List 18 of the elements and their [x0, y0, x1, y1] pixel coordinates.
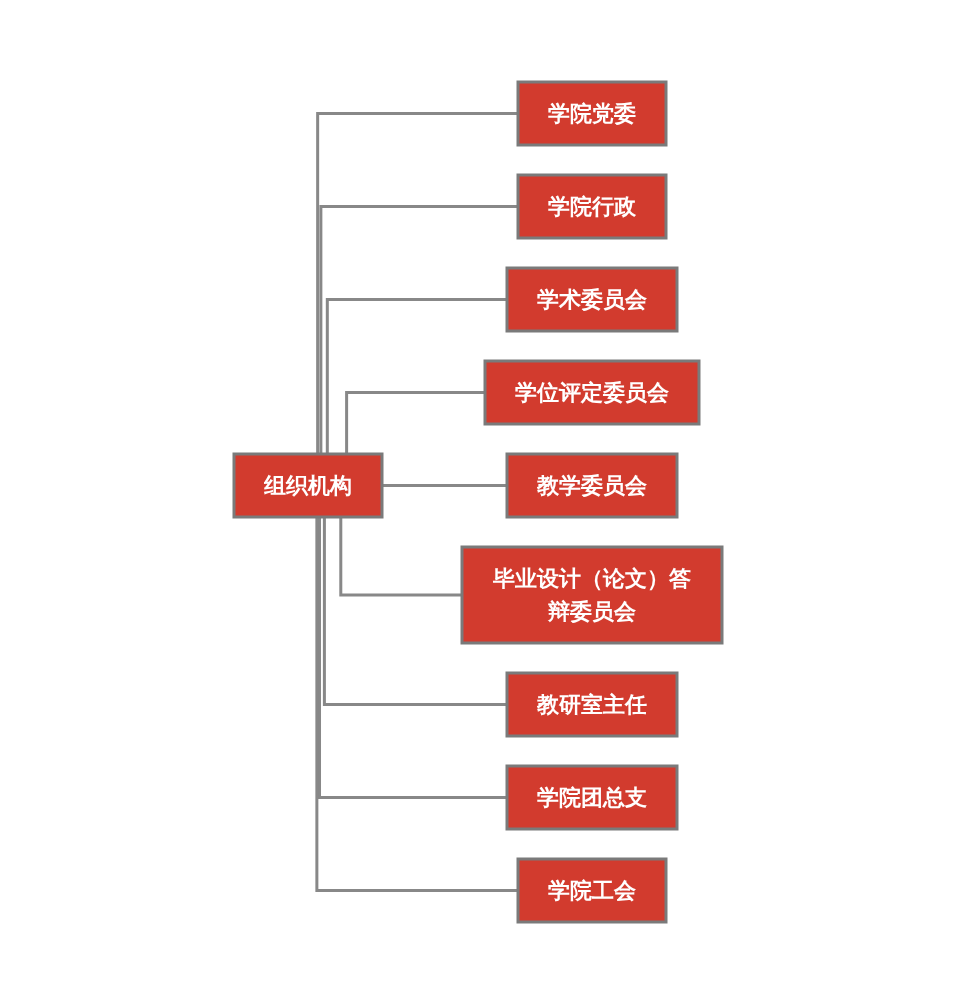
node-box: 教学委员会 — [505, 452, 679, 518]
node-box: 毕业设计（论文）答辩委员会 — [460, 545, 724, 644]
connector — [345, 390, 485, 454]
connector — [316, 111, 518, 454]
node-box: 学术委员会 — [505, 266, 679, 332]
connector — [339, 516, 462, 596]
node-box: 组织机构 — [232, 452, 384, 518]
connector — [322, 516, 507, 706]
connector — [319, 204, 518, 454]
node-box: 学院行政 — [516, 173, 668, 239]
connector — [318, 516, 507, 799]
node-box: 学院工会 — [516, 857, 668, 923]
node-box: 教研室主任 — [505, 671, 679, 737]
connector — [325, 297, 507, 454]
node-box: 学位评定委员会 — [483, 359, 701, 425]
node-box: 学院团总支 — [505, 764, 679, 830]
node-box: 学院党委 — [516, 80, 668, 146]
connector — [315, 516, 518, 892]
